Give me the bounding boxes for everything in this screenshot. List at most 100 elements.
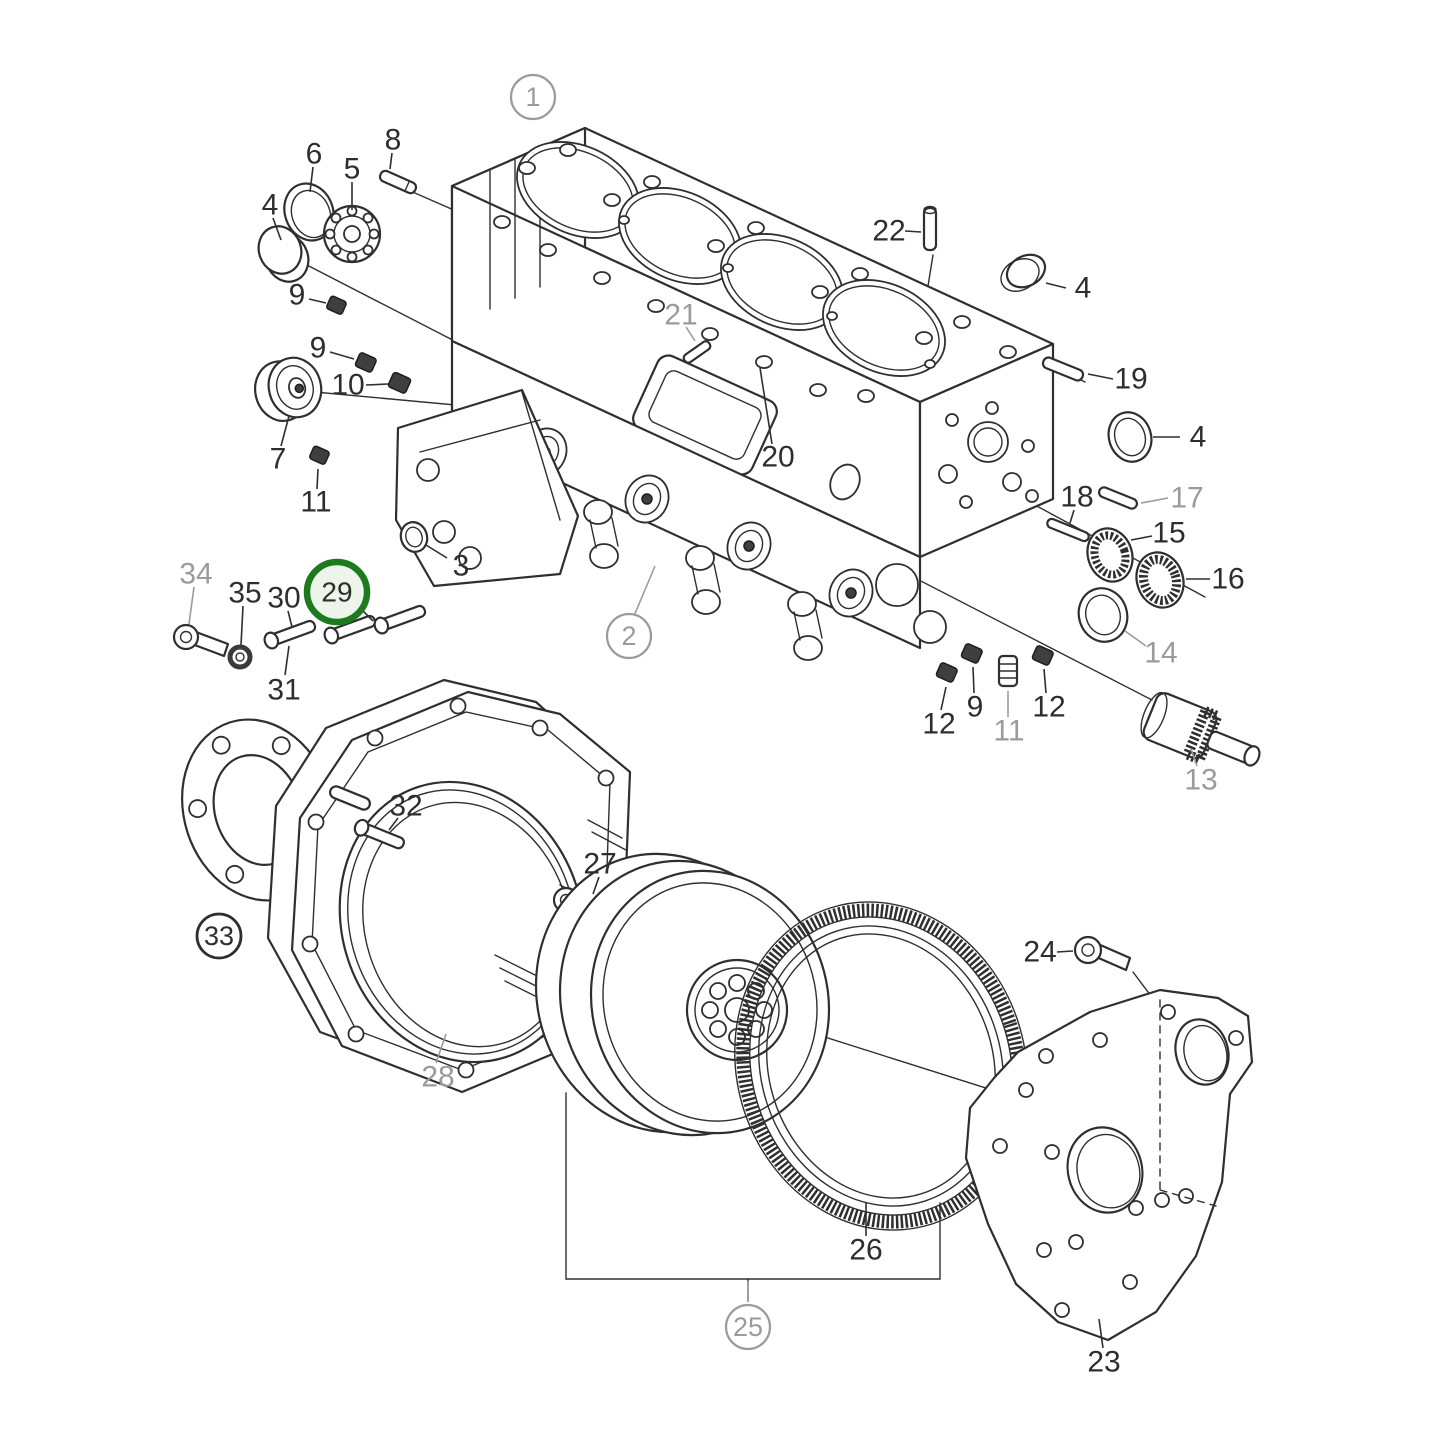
cylinder-bores bbox=[516, 141, 946, 377]
part-number-34: 34 bbox=[179, 558, 212, 591]
callout-5[interactable]: 5 bbox=[344, 153, 361, 211]
leader-line-13 bbox=[1190, 748, 1198, 767]
dowel-pin-21 bbox=[682, 340, 712, 364]
callout-22[interactable]: 22 bbox=[872, 215, 922, 248]
callout-32[interactable]: 32 bbox=[388, 790, 423, 831]
callout-28[interactable]: 28 bbox=[421, 1033, 455, 1094]
deck-holes bbox=[493, 143, 1017, 403]
callout-9[interactable]: 9 bbox=[310, 332, 355, 365]
callout-21[interactable]: 21 bbox=[664, 299, 698, 342]
callout-27[interactable]: 27 bbox=[583, 848, 617, 895]
callout-4[interactable]: 4 bbox=[1045, 272, 1091, 305]
spring-plug-11 bbox=[997, 654, 1019, 688]
part-number-17: 17 bbox=[1170, 482, 1203, 515]
leader-line-18 bbox=[1069, 509, 1075, 524]
part-number-12: 12 bbox=[922, 708, 955, 741]
highlight-ring[interactable] bbox=[303, 558, 371, 626]
leader-line-19 bbox=[1087, 373, 1114, 380]
part-number-11: 11 bbox=[300, 486, 331, 519]
leader-line-11 bbox=[316, 468, 319, 490]
needle-bearing-15 bbox=[1086, 527, 1134, 583]
callout-19[interactable]: 19 bbox=[1087, 363, 1148, 396]
callout-30[interactable]: 30 bbox=[267, 582, 301, 628]
leader-line-6 bbox=[309, 166, 314, 193]
callout-24[interactable]: 24 bbox=[1023, 936, 1074, 969]
leader-line-21 bbox=[685, 326, 696, 342]
callout-34[interactable]: 34 bbox=[179, 558, 213, 625]
part-number-9: 9 bbox=[967, 691, 984, 724]
part-number-15: 15 bbox=[1152, 517, 1185, 550]
callout-11[interactable]: 11 bbox=[993, 691, 1025, 748]
artwork bbox=[172, 126, 1261, 1342]
callout-11[interactable]: 11 bbox=[300, 468, 332, 519]
callout-18[interactable]: 18 bbox=[1060, 481, 1094, 524]
leader-line-9 bbox=[329, 351, 355, 360]
part-number-26: 26 bbox=[849, 1234, 882, 1267]
callout-3[interactable]: 3 bbox=[425, 544, 470, 583]
part-number-24: 24 bbox=[1023, 936, 1056, 969]
ring-4 bbox=[1107, 411, 1153, 463]
part-number-2: 2 bbox=[621, 621, 636, 651]
part-number-7: 7 bbox=[270, 443, 287, 476]
stud-32 bbox=[353, 818, 405, 850]
callout-17[interactable]: 17 bbox=[1140, 482, 1204, 515]
callout-14[interactable]: 14 bbox=[1124, 630, 1178, 670]
callout-12[interactable]: 12 bbox=[922, 686, 956, 741]
part-number-31: 31 bbox=[267, 674, 300, 707]
leader-line-3 bbox=[425, 544, 448, 559]
callout-25[interactable]: 25 bbox=[724, 1281, 772, 1351]
callout-ring-2[interactable] bbox=[605, 612, 653, 660]
callout-20[interactable]: 20 bbox=[759, 367, 795, 474]
part-number-27: 27 bbox=[583, 848, 616, 881]
callout-31[interactable]: 31 bbox=[267, 645, 301, 707]
leader-line-23 bbox=[1098, 1318, 1104, 1349]
pin-17 bbox=[1097, 486, 1139, 510]
callout-4[interactable]: 4 bbox=[262, 189, 282, 241]
part-number-32: 32 bbox=[389, 790, 422, 823]
callout-ring-1[interactable] bbox=[509, 73, 557, 121]
callout-6[interactable]: 6 bbox=[306, 138, 323, 193]
callout-16[interactable]: 16 bbox=[1186, 563, 1245, 596]
callout-8[interactable]: 8 bbox=[385, 124, 402, 170]
callout-23[interactable]: 23 bbox=[1087, 1318, 1121, 1379]
part-number-20: 20 bbox=[761, 441, 794, 474]
leader-line-2 bbox=[633, 565, 656, 617]
needle-bearing-16 bbox=[1135, 551, 1185, 609]
callout-13[interactable]: 13 bbox=[1184, 748, 1218, 797]
part-number-28: 28 bbox=[421, 1061, 454, 1094]
callout-ring-25[interactable] bbox=[724, 1303, 772, 1351]
callout-9[interactable]: 9 bbox=[289, 279, 327, 312]
flywheel-hub bbox=[685, 958, 789, 1062]
leader-line-20 bbox=[759, 367, 773, 445]
leader-line-7 bbox=[280, 415, 290, 447]
part-number-13: 13 bbox=[1184, 764, 1217, 797]
part-number-29: 29 bbox=[321, 577, 352, 608]
callout-10[interactable]: 10 bbox=[331, 369, 389, 402]
callout-4[interactable]: 4 bbox=[1153, 421, 1206, 454]
part-number-8: 8 bbox=[385, 124, 402, 157]
callout-26[interactable]: 26 bbox=[849, 1202, 883, 1267]
callout-29[interactable]: 29 bbox=[303, 558, 374, 626]
leader-line-4 bbox=[272, 217, 282, 241]
callout-7[interactable]: 7 bbox=[270, 415, 290, 476]
callout-ring-33[interactable] bbox=[195, 912, 243, 960]
part-number-10: 10 bbox=[331, 369, 364, 402]
callout-9[interactable]: 9 bbox=[967, 666, 984, 724]
callout-12[interactable]: 12 bbox=[1032, 668, 1066, 724]
ball-bearing-5 bbox=[322, 204, 382, 264]
callout-2[interactable]: 2 bbox=[605, 565, 656, 660]
callout-15[interactable]: 15 bbox=[1130, 517, 1186, 550]
callout-35[interactable]: 35 bbox=[228, 577, 262, 646]
part-number-21: 21 bbox=[664, 299, 697, 332]
callout-1[interactable]: 1 bbox=[509, 73, 557, 121]
part-number-5: 5 bbox=[344, 153, 361, 186]
part-number-3: 3 bbox=[453, 550, 470, 583]
callout-33[interactable]: 33 bbox=[195, 912, 243, 960]
ring-gear bbox=[734, 901, 1028, 1231]
leader-line-14 bbox=[1124, 630, 1147, 647]
leader-line-12 bbox=[940, 686, 947, 711]
mount-bracket bbox=[394, 388, 580, 588]
seal-ring-3 bbox=[399, 521, 429, 553]
